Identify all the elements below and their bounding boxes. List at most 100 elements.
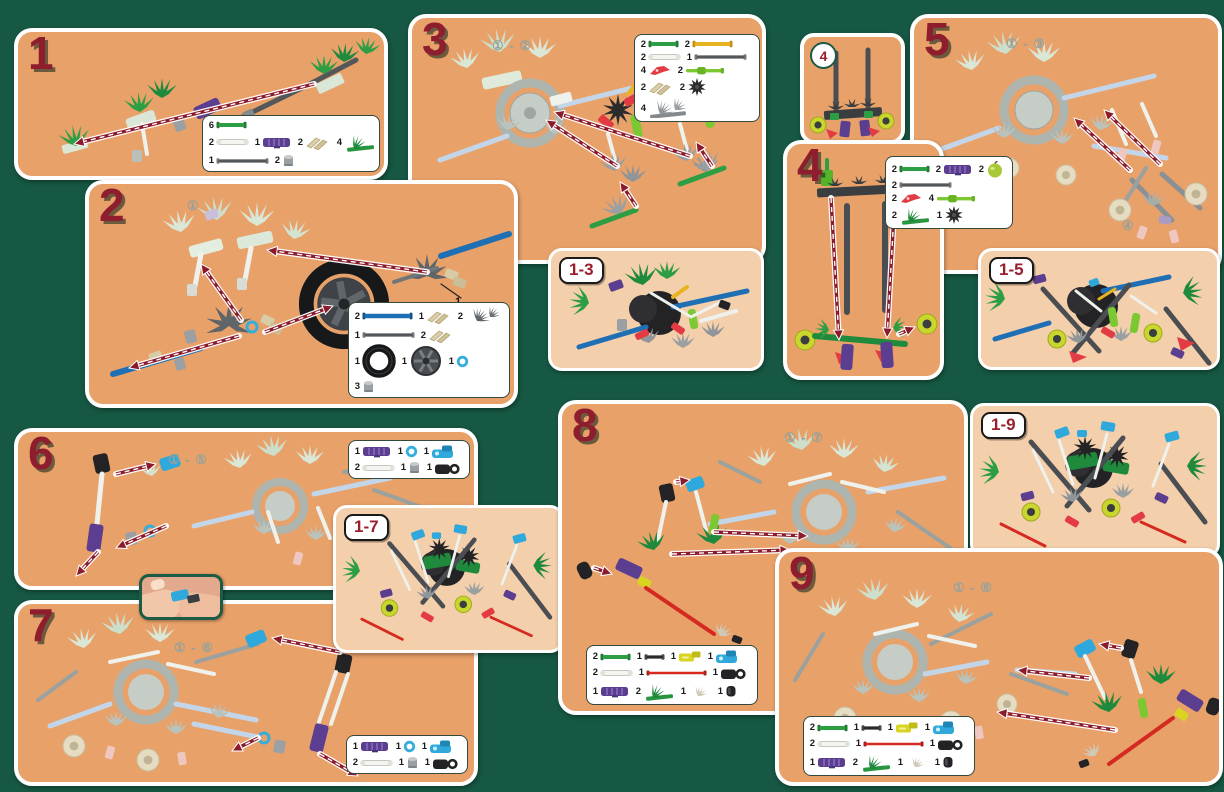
step-range-badge: ① - ⑥ <box>174 640 214 655</box>
green-rod-icon <box>648 38 679 50</box>
part-qty: 1 <box>421 741 427 752</box>
tan-clip-icon <box>305 134 331 150</box>
part-qty: 2 <box>635 685 641 697</box>
black-rod-icon <box>644 651 665 663</box>
blue-clip-icon <box>715 649 742 664</box>
part-qty: 4 <box>640 64 646 76</box>
purple-connector-icon <box>600 685 630 698</box>
part-item: 2 <box>354 462 395 474</box>
part-item: 1 <box>426 460 461 475</box>
step-number: 2 <box>99 179 125 231</box>
part-qty: 1 <box>924 722 930 733</box>
result-panel-1-9: 1-9 <box>970 403 1220 558</box>
part-item: 1 <box>924 720 959 735</box>
green-rod-icon <box>216 119 247 131</box>
part-item: 2 <box>635 681 675 701</box>
purple-connector-icon <box>360 740 390 753</box>
blue-spacer-icon <box>403 740 416 753</box>
green-rod-icon <box>899 163 930 175</box>
part-item: 1 <box>397 445 418 458</box>
part-item: 1 <box>354 344 396 378</box>
result-panel-1-5: 1-5 <box>978 248 1220 370</box>
part-qty: 1 <box>707 651 713 662</box>
part-item: 1 <box>887 721 919 734</box>
part-item: 1 <box>592 685 630 698</box>
part-item: 2 <box>891 192 923 204</box>
result-label: 1-5 <box>989 257 1034 284</box>
part-qty: 1 <box>418 310 424 322</box>
part-qty: 1 <box>254 136 260 148</box>
gray-cap-icon <box>362 379 375 394</box>
part-item: 4 <box>640 98 688 118</box>
black-gear-icon <box>944 205 964 225</box>
part-qty: 1 <box>936 209 942 221</box>
part-item: 1 <box>423 444 458 459</box>
part-item: 2 <box>592 651 631 663</box>
part-item: 3 <box>354 379 375 394</box>
part-qty: 2 <box>640 51 646 63</box>
part-qty: 1 <box>638 667 644 678</box>
part-item: 2 <box>592 667 633 679</box>
hand-photo-illustration <box>142 578 220 617</box>
part-qty: 2 <box>809 738 815 749</box>
tan-fan-icon <box>688 684 712 698</box>
black-clip-icon <box>720 665 747 680</box>
part-item: 1 <box>354 445 392 458</box>
white-rod-icon <box>817 738 850 750</box>
part-qty: 2 <box>852 756 858 768</box>
part-qty: 1 <box>448 355 454 367</box>
part-item: 1 <box>934 755 954 769</box>
part-item: 1 <box>680 684 712 698</box>
gray-fan-icon <box>648 98 688 118</box>
part-item: 2 <box>852 752 892 772</box>
part-qty: 2 <box>640 38 646 50</box>
part-item: 2 <box>354 310 413 322</box>
green-fan-icon <box>899 205 931 225</box>
model-illustration <box>341 524 553 641</box>
wheel-hub-icon <box>409 344 443 378</box>
part-item: 1 <box>936 205 964 225</box>
step-number: 4 <box>797 139 823 191</box>
white-rod-icon <box>600 667 633 679</box>
part-item: 2 <box>679 77 707 97</box>
part-qty: 1 <box>897 756 903 768</box>
part-qty: 2 <box>297 136 303 148</box>
step-number: 3 <box>422 13 448 65</box>
part-qty: 3 <box>354 381 360 392</box>
black-gear-icon <box>687 77 707 97</box>
white-rod-icon <box>360 757 393 769</box>
part-qty: 2 <box>891 179 897 191</box>
part-qty: 1 <box>354 446 360 457</box>
tan-clip-icon <box>426 308 452 324</box>
dark-fan-icon <box>465 306 499 326</box>
black-clip-icon <box>937 736 964 751</box>
black-clip-icon <box>434 460 461 475</box>
gray-rod-icon <box>362 329 415 341</box>
gray-cap-icon <box>282 153 295 168</box>
step-number: 8 <box>572 399 598 451</box>
step-range-badge: ① - ⑤ <box>168 452 208 467</box>
part-item: 1 <box>670 650 702 663</box>
part-item: 1 <box>354 329 415 341</box>
apple-icon <box>986 160 1004 178</box>
black-clip-icon <box>432 755 459 770</box>
part-item: 2 <box>208 136 249 148</box>
part-qty: 2 <box>891 192 897 204</box>
part-qty: 1 <box>397 446 403 457</box>
part-item: 2 <box>809 738 850 750</box>
